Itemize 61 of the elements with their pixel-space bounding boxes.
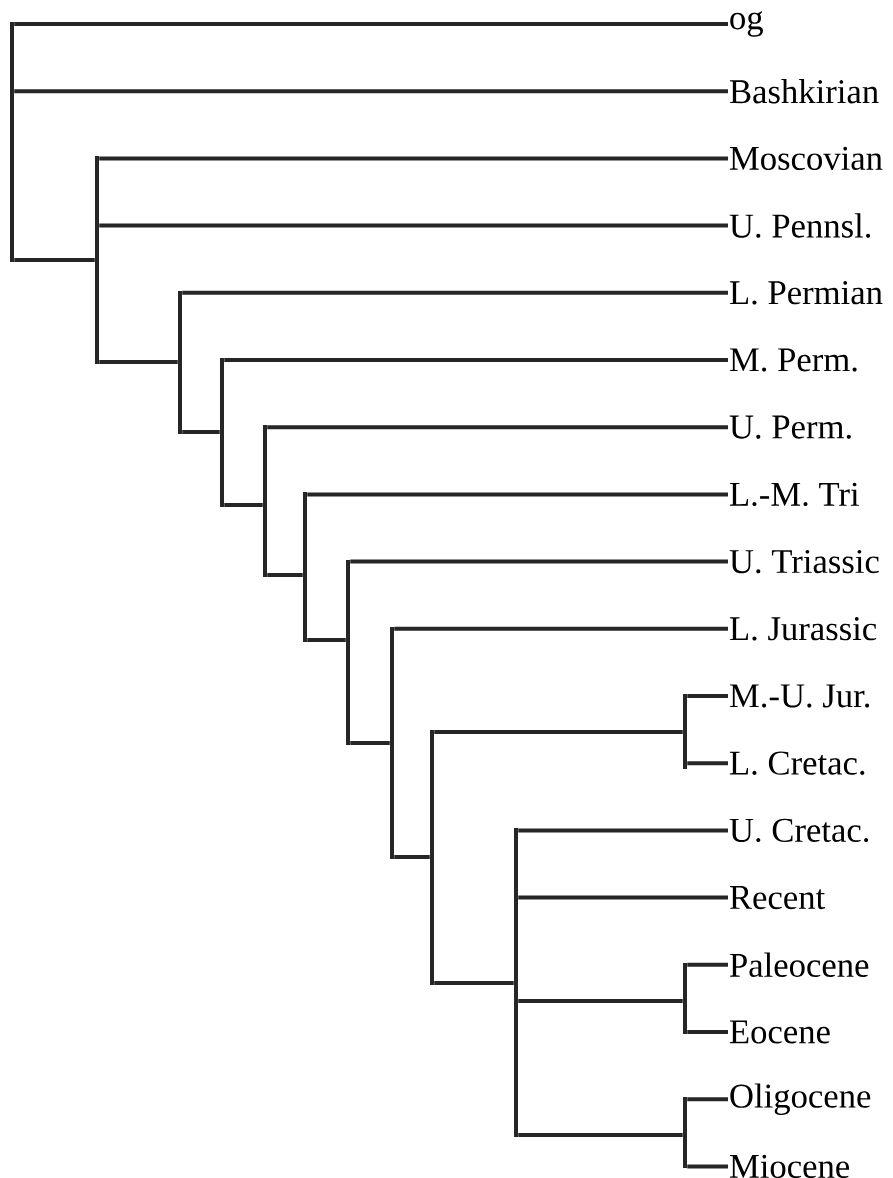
branch-bar — [430, 730, 434, 985]
taxon-label: L. Permian — [729, 281, 883, 305]
branch-bar — [683, 694, 687, 769]
branch-bar — [390, 627, 394, 859]
branch-bar — [95, 156, 99, 364]
branch-line — [350, 559, 728, 564]
branch-bar — [303, 492, 307, 642]
branch-bar — [683, 963, 687, 1034]
branch-line — [182, 430, 220, 434]
taxon-label: L. Jurassic — [729, 617, 877, 641]
branch-line — [518, 828, 728, 833]
branch-line — [687, 761, 728, 766]
branch-bar — [346, 560, 350, 745]
taxon-label: M.-U. Jur. — [729, 684, 870, 708]
taxon-label: Oligocene — [730, 1083, 871, 1115]
taxon-label: U. Cretac. — [729, 818, 869, 843]
taxon-label: Recent — [729, 886, 825, 910]
taxon-label: Bashkirian — [729, 79, 879, 104]
branch-bar — [514, 828, 518, 1137]
branch-line — [394, 626, 728, 631]
taxon-label: M. Perm. — [729, 348, 857, 372]
branch-line — [434, 981, 514, 985]
branch-line — [99, 156, 728, 161]
branch-line — [99, 360, 178, 364]
taxon-label: og — [730, 11, 763, 37]
branch-line — [267, 573, 303, 577]
branch-line — [14, 258, 95, 262]
branch-line — [224, 503, 263, 507]
branch-line — [99, 223, 728, 228]
branch-line — [434, 730, 683, 734]
branch-line — [267, 425, 728, 430]
taxon-label: U. Perm. — [729, 415, 851, 439]
taxon-label: Moscovian — [729, 146, 883, 171]
taxon-label: L.-M. Tri — [729, 482, 859, 507]
branch-line — [350, 741, 390, 745]
branch-line — [224, 358, 728, 362]
branch-line — [518, 895, 728, 900]
branch-line — [687, 1164, 728, 1169]
taxon-label: L. Cretac. — [729, 751, 865, 775]
branch-bar — [178, 291, 182, 434]
taxon-label: Eocene — [729, 1020, 830, 1044]
taxon-label: Miocene — [729, 1154, 850, 1178]
taxon-label: Paleocene — [729, 952, 869, 977]
branch-bar — [10, 22, 14, 262]
branch-line — [687, 694, 728, 698]
branch-line — [307, 638, 346, 642]
branch-line — [14, 89, 728, 94]
branch-line — [687, 962, 728, 967]
branch-line — [182, 290, 728, 295]
branch-bar — [220, 358, 224, 507]
branch-line — [518, 999, 683, 1003]
branch-line — [307, 492, 728, 497]
taxon-label: U. Pennsl. — [729, 213, 871, 238]
branch-line — [687, 1030, 728, 1034]
branch-line — [394, 855, 430, 859]
branch-bar — [683, 1097, 687, 1168]
branch-bar — [263, 425, 267, 577]
taxon-label: U. Triassic — [729, 549, 879, 574]
branch-line — [14, 22, 728, 26]
branch-line — [518, 1133, 683, 1137]
branch-line — [687, 1097, 728, 1102]
